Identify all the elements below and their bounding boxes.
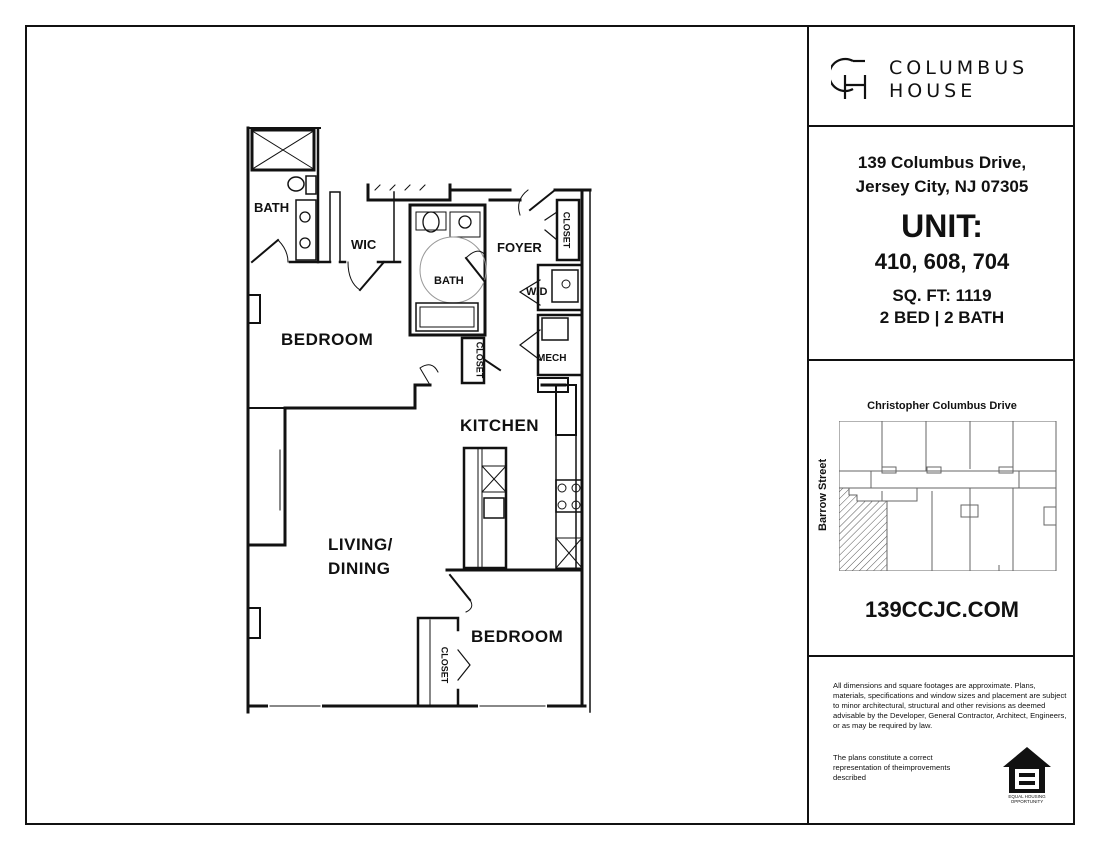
room-label-wic: WIC	[351, 237, 377, 252]
address: 139 Columbus Drive, Jersey City, NJ 0730…	[809, 151, 1075, 199]
site-map-section: Christopher Columbus Drive Barrow Street	[809, 361, 1075, 657]
website-link[interactable]: 139CCJC.COM	[864, 597, 1020, 622]
room-label-bath-second: BATH	[434, 275, 464, 287]
page-border	[25, 25, 1075, 825]
room-label-closet-hall: CLOSET	[474, 341, 485, 379]
room-label-living: LIVING/	[328, 535, 393, 554]
brand-name-line1: COLUMBUS	[889, 57, 1029, 79]
room-label-closet-foyer: CLOSET	[561, 211, 572, 249]
floor-plan: BATH WIC BATH FOYER CLOSET W/D MECH CLOS…	[230, 115, 610, 725]
room-label-wd: W/D	[526, 286, 548, 298]
room-label-bath-master: BATH	[254, 200, 290, 215]
ch-monogram-logo-icon	[831, 57, 867, 99]
legal-section: All dimensions and square footages are a…	[809, 657, 1075, 825]
site-key-plan	[839, 421, 1057, 571]
unit-numbers: 410, 608, 704	[874, 249, 1010, 274]
unit-label: UNIT:	[901, 208, 983, 244]
brand-name: COLUMBUS HOUSE	[889, 57, 1028, 103]
room-label-foyer: FOYER	[497, 240, 542, 255]
room-label-dining: DINING	[328, 559, 391, 578]
representation-text: The plans constitute a correct represent…	[833, 753, 951, 782]
room-label-bedroom-second: BEDROOM	[471, 627, 564, 646]
street-label-side: Barrow Street	[817, 458, 829, 531]
address-line2: Jersey City, NJ 07305	[855, 177, 1029, 196]
floor-plan-drawing	[246, 126, 592, 714]
unit-info-section: 139 Columbus Drive, Jersey City, NJ 0730…	[809, 127, 1075, 361]
title-block: COLUMBUS HOUSE 139 Columbus Drive, Jerse…	[807, 25, 1075, 825]
eho-label: EQUAL HOUSING OPPORTUNITY	[1008, 794, 1046, 804]
room-label-kitchen: KITCHEN	[460, 416, 540, 435]
room-label-bedroom-master: BEDROOM	[281, 330, 374, 349]
disclaimer-text: All dimensions and square footages are a…	[833, 681, 1067, 730]
square-footage: SQ. FT: 1119	[892, 286, 992, 305]
bed-bath-count: 2 BED | 2 BATH	[879, 308, 1005, 327]
address-line1: 139 Columbus Drive,	[857, 153, 1027, 172]
brand-section: COLUMBUS HOUSE	[809, 25, 1075, 127]
equal-housing-opportunity-icon	[1003, 747, 1051, 793]
room-label-mech: MECH	[537, 353, 567, 364]
street-label-top: Christopher Columbus Drive	[867, 400, 1017, 412]
brand-name-line2: HOUSE	[889, 80, 977, 102]
room-label-closet-bedroom: CLOSET	[439, 646, 450, 684]
